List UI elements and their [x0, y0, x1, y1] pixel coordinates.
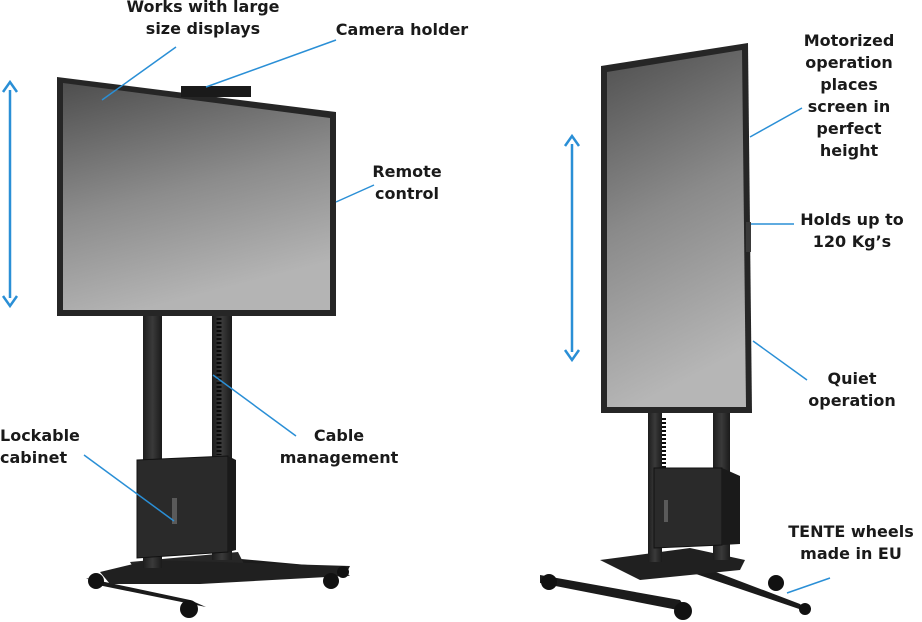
label-cable-management: Cable management — [279, 426, 399, 467]
left-wheel-2 — [180, 600, 198, 618]
right-height-arrow — [563, 133, 581, 363]
leader-cable-management — [212, 374, 297, 437]
label-tente-wheels: TENTE wheels made in EU — [788, 522, 914, 563]
right-base-front-leg — [540, 575, 688, 612]
left-cabinet — [136, 455, 229, 559]
right-cabinet-lock — [664, 500, 668, 522]
label-holds-up-to: Holds up to 120 Kg’s — [800, 210, 904, 251]
label-lockable-cabinet: Lockable cabinet — [0, 426, 80, 467]
leader-quiet-operation — [752, 340, 808, 381]
label-camera-holder: Camera holder — [335, 20, 469, 39]
right-screen-side-button — [746, 222, 751, 252]
right-wheel-4 — [799, 603, 811, 615]
left-base-front-leg — [86, 578, 206, 607]
left-height-arrow — [1, 79, 19, 309]
leader-tente-wheels — [786, 577, 831, 594]
camera-holder-mount — [181, 86, 251, 97]
left-wheel-3 — [323, 573, 339, 589]
leader-remote-control — [335, 184, 375, 203]
left-stand — [57, 77, 350, 618]
leader-lockable-cabinet — [83, 454, 175, 522]
leader-camera-holder — [205, 39, 337, 88]
label-quiet-operation: Quiet operation — [808, 369, 896, 410]
leader-lines — [83, 39, 831, 594]
right-wheel-1 — [541, 574, 557, 590]
right-base-beam — [600, 548, 745, 580]
right-wheel-2 — [674, 602, 692, 620]
right-cabinet-side — [722, 468, 740, 545]
right-screen-panel — [607, 50, 746, 407]
left-cabinet-lock — [172, 498, 177, 524]
right-base-rear-leg — [696, 566, 808, 612]
left-wheel-4 — [337, 566, 349, 578]
left-base-beam — [100, 560, 350, 584]
left-wheel-1 — [88, 573, 104, 589]
label-works-with-large: Works with large size displays — [126, 0, 280, 38]
label-remote-control: Remote control — [372, 162, 442, 203]
leader-motorized — [749, 107, 803, 138]
right-wheel-3 — [768, 575, 784, 591]
leader-works-with-large — [101, 46, 177, 101]
left-cabinet-side — [228, 456, 236, 552]
left-screen-panel — [63, 83, 330, 310]
label-motorized: Motorized operation places screen in per… — [803, 31, 895, 160]
right-stand — [540, 43, 811, 620]
